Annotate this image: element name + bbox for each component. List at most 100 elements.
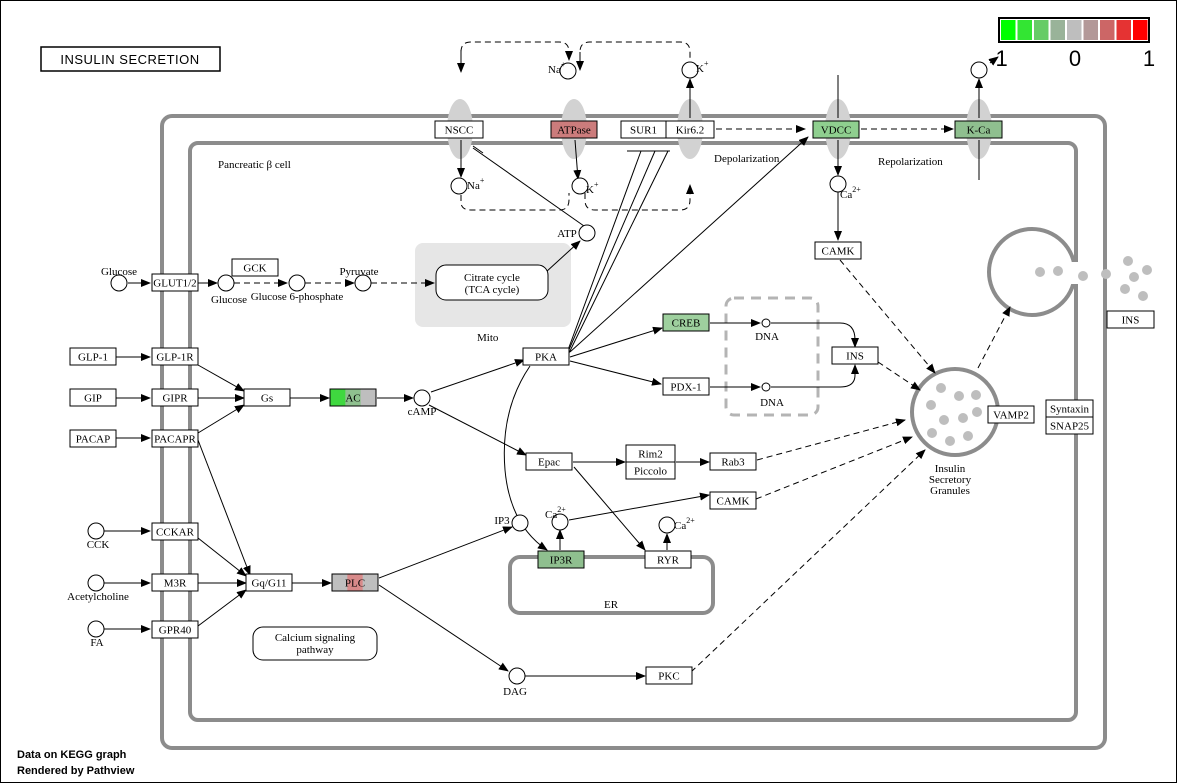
gene-label[interactable]: GCK: [243, 263, 266, 275]
compound-label-cck[interactable]: CCK: [87, 539, 110, 551]
gene-box[interactable]: [69, 388, 117, 407]
compound-label-ip3[interactable]: IP3: [494, 515, 510, 527]
gene-node-cckar[interactable]: CCKAR: [151, 522, 199, 541]
calcium-map-box[interactable]: [252, 626, 378, 661]
ion-label-na-top[interactable]: Na+: [548, 60, 566, 76]
ion-label-k-top2[interactable]: K+: [696, 59, 709, 75]
gene-box[interactable]: [625, 461, 676, 480]
gene-node-ip3r[interactable]: IP3R: [537, 550, 585, 569]
gene-label[interactable]: PLC: [345, 578, 365, 590]
gene-label[interactable]: CCKAR: [156, 527, 195, 539]
gene-box[interactable]: [525, 452, 573, 471]
gene-box[interactable]: [245, 573, 293, 592]
ion-label-na-in[interactable]: Na+: [467, 176, 485, 192]
gene-label[interactable]: PACAP: [76, 434, 110, 446]
compound-label-glucose-ext[interactable]: Glucose: [101, 266, 137, 278]
gene-label[interactable]: VDCC: [821, 125, 852, 137]
compound-label-fa[interactable]: FA: [90, 637, 103, 649]
gene-node-gs[interactable]: Gs: [243, 388, 291, 407]
gene-node-syntaxin[interactable]: Syntaxin: [1045, 399, 1094, 418]
gene-node-pacap[interactable]: PACAP: [69, 429, 117, 448]
gene-node-snap25[interactable]: SNAP25: [1045, 416, 1094, 435]
gene-label[interactable]: INS: [1122, 315, 1140, 327]
gene-node-nscc[interactable]: NSCC: [434, 120, 484, 139]
gene-box[interactable]: [151, 347, 199, 366]
gene-box[interactable]: [151, 388, 199, 407]
gene-box[interactable]: [831, 346, 879, 365]
gene-box[interactable]: [522, 347, 570, 366]
gene-label[interactable]: ATPase: [557, 125, 591, 137]
ion-label-ca-er2[interactable]: Ca2+: [674, 516, 695, 532]
gene-box[interactable]: [954, 120, 1003, 139]
gene-box[interactable]: [243, 388, 291, 407]
gene-node-ac[interactable]: AC: [329, 388, 377, 407]
gene-node-glp1[interactable]: GLP-1: [69, 347, 117, 366]
compound-label-g6p[interactable]: Glucose 6-phosphate: [251, 291, 344, 303]
gene-box[interactable]: [1106, 310, 1155, 329]
gene-node-camk2[interactable]: CAMK: [709, 491, 757, 510]
ion-label-ca-vdcc[interactable]: Ca2+: [840, 185, 861, 201]
gene-label[interactable]: CAMK: [716, 496, 749, 508]
tca-map-label[interactable]: Citrate cycle(TCA cycle): [464, 272, 520, 296]
gene-box[interactable]: [645, 666, 693, 685]
gene-node-gpr40[interactable]: GPR40: [151, 620, 199, 639]
tca-map-box[interactable]: [435, 264, 549, 301]
compound-label-dag[interactable]: DAG: [503, 686, 527, 698]
gene-node-ryr[interactable]: RYR: [644, 550, 692, 569]
gene-node-atpase[interactable]: ATPase: [550, 120, 598, 139]
gene-box[interactable]: [550, 120, 598, 139]
gene-label[interactable]: GLUT1/2: [153, 278, 196, 290]
gene-label[interactable]: PACAPR: [154, 434, 196, 446]
gene-label[interactable]: CREB: [672, 318, 701, 330]
gene-node-ins-nuc[interactable]: INS: [831, 346, 879, 365]
gene-label[interactable]: Syntaxin: [1050, 404, 1090, 416]
gene-box[interactable]: [709, 452, 757, 471]
gene-label[interactable]: Epac: [538, 457, 560, 469]
gene-label[interactable]: GLP-1: [78, 352, 108, 364]
gene-label[interactable]: M3R: [164, 578, 187, 590]
gene-node-gipr[interactable]: GIPR: [151, 388, 199, 407]
gene-node-glp1r[interactable]: GLP-1R: [151, 347, 199, 366]
compound-label-pyruvate[interactable]: Pyruvate: [339, 266, 378, 278]
gene-box[interactable]: [812, 120, 860, 139]
compound-label-camp[interactable]: cAMP: [408, 406, 437, 418]
gene-label[interactable]: K-Ca: [967, 125, 991, 137]
gene-label[interactable]: PDX-1: [670, 382, 701, 394]
gene-box[interactable]: [329, 388, 377, 407]
gene-node-camk1[interactable]: CAMK: [814, 241, 862, 260]
gene-node-m3r[interactable]: M3R: [151, 573, 199, 592]
gene-box[interactable]: [662, 377, 710, 396]
gene-label[interactable]: GPR40: [159, 625, 192, 637]
gene-label[interactable]: NSCC: [445, 125, 474, 137]
gene-box[interactable]: [151, 522, 199, 541]
gene-label[interactable]: VAMP2: [993, 410, 1029, 422]
gene-box[interactable]: [709, 491, 757, 510]
gene-label[interactable]: RYR: [657, 555, 680, 567]
gene-node-pkc[interactable]: PKC: [645, 666, 693, 685]
compound-label-dna1[interactable]: DNA: [755, 331, 779, 343]
gene-label[interactable]: PKA: [535, 352, 557, 364]
gene-box[interactable]: [665, 120, 715, 139]
gene-box[interactable]: [644, 550, 692, 569]
gene-node-gip[interactable]: GIP: [69, 388, 117, 407]
gene-label[interactable]: SNAP25: [1050, 421, 1090, 433]
gene-label[interactable]: GLP-1R: [156, 352, 194, 364]
gene-label[interactable]: Rim2: [638, 449, 662, 461]
gene-box[interactable]: [69, 429, 117, 448]
compound-label-dna2[interactable]: DNA: [760, 397, 784, 409]
gene-node-sur1[interactable]: SUR1: [620, 120, 667, 139]
gene-label[interactable]: GIPR: [162, 393, 188, 405]
gene-label[interactable]: Gs: [261, 393, 273, 405]
gene-node-piccolo[interactable]: Piccolo: [625, 461, 676, 480]
gene-label[interactable]: Rab3: [721, 457, 745, 469]
gene-box[interactable]: [662, 313, 710, 332]
gene-box[interactable]: [537, 550, 585, 569]
gene-node-pka[interactable]: PKA: [522, 347, 570, 366]
gene-label[interactable]: Piccolo: [634, 466, 667, 478]
gene-label[interactable]: PKC: [658, 671, 679, 683]
gene-node-gck[interactable]: GCK: [231, 258, 279, 277]
gene-box[interactable]: [151, 573, 199, 592]
gene-box[interactable]: [69, 347, 117, 366]
compound-label-ach[interactable]: Acetylcholine: [67, 591, 129, 603]
